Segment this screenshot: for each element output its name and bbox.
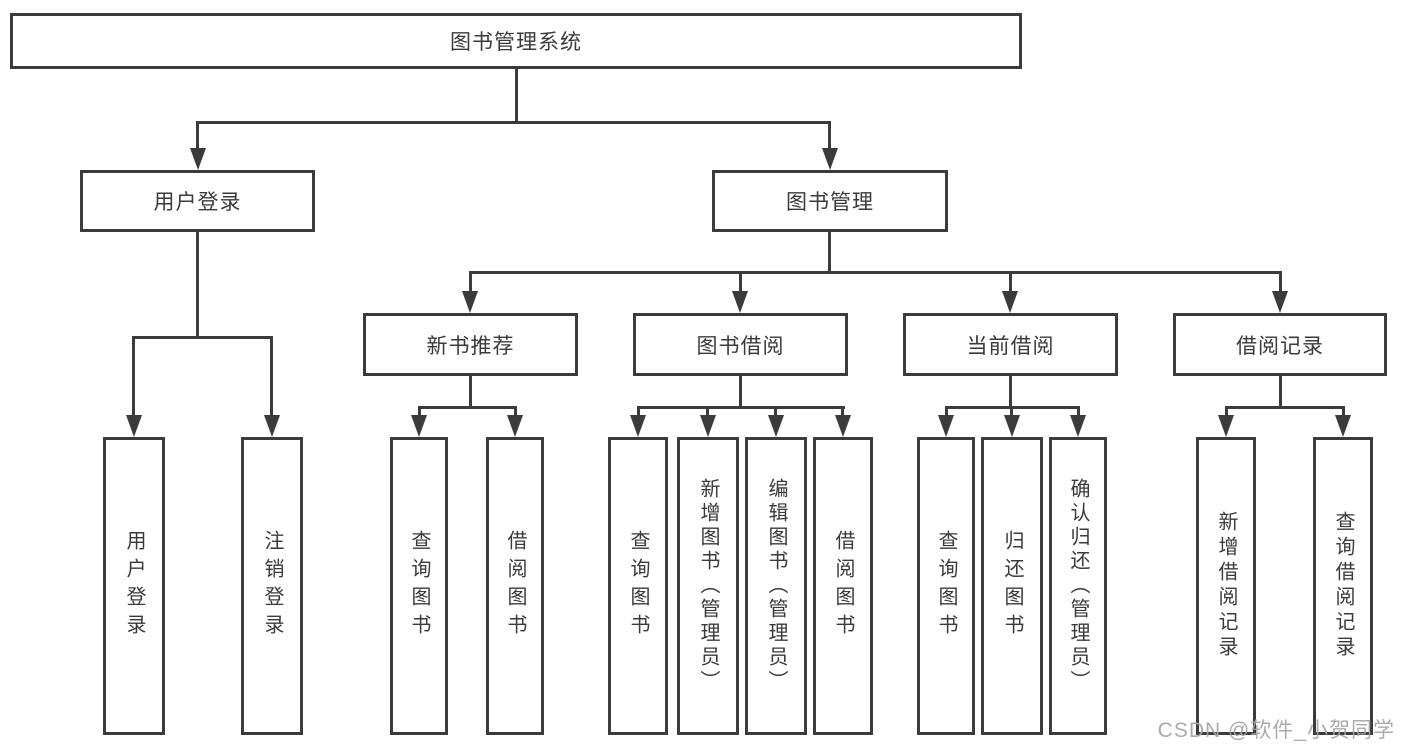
node-label: 查询图书 <box>627 530 649 642</box>
node-label: 用户登录 <box>123 530 145 642</box>
arrow-down <box>1272 291 1288 313</box>
connector-v <box>514 406 517 417</box>
connector-v <box>1279 271 1282 293</box>
node-label: 图书管理系统 <box>450 31 582 54</box>
arrow-down <box>822 148 838 170</box>
node-label: 借阅图书 <box>504 530 526 642</box>
node-label: 注销登录 <box>261 530 283 642</box>
leaf-br-query-record: 查询借阅记录 <box>1313 437 1373 735</box>
connector-v <box>1342 406 1345 417</box>
connector-v <box>469 376 472 406</box>
node-label: 借阅记录 <box>1236 334 1324 358</box>
connector-h <box>132 336 273 339</box>
arrow-down <box>411 415 427 437</box>
connector-h <box>1225 406 1345 409</box>
arrow-down <box>1335 415 1351 437</box>
leaf-user-login: 用户登录 <box>103 437 165 735</box>
arrow-down <box>700 415 716 437</box>
connector-v <box>945 406 948 417</box>
leaf-logout: 注销登录 <box>241 437 303 735</box>
node-book-borrow: 图书借阅 <box>633 313 848 376</box>
arrow-down <box>732 291 748 313</box>
arrow-down <box>507 415 523 437</box>
node-book-management: 图书管理 <box>712 170 948 232</box>
node-label: 图书管理 <box>786 191 874 214</box>
arrow-down <box>264 415 280 437</box>
node-current-borrow: 当前借阅 <box>903 313 1118 376</box>
leaf-bb-query-books: 查询图书 <box>608 437 668 735</box>
connector-v <box>774 406 777 417</box>
node-label: 确认归还（管理员） <box>1067 478 1089 694</box>
node-label: 当前借阅 <box>966 334 1055 358</box>
arrow-down <box>835 415 851 437</box>
node-label: 新增借阅记录 <box>1215 511 1237 661</box>
connector-v <box>739 271 742 293</box>
connector-v <box>1225 406 1228 417</box>
csdn-watermark: CSDN @软件_小贺同学 <box>1157 719 1395 742</box>
arrow-down <box>126 415 142 437</box>
connector-v <box>1279 376 1282 406</box>
arrow-down <box>1070 415 1086 437</box>
node-label: 借阅图书 <box>832 530 854 642</box>
leaf-cb-query-books: 查询图书 <box>917 437 975 735</box>
connector-v <box>418 406 421 417</box>
leaf-cb-return-books: 归还图书 <box>981 437 1043 735</box>
leaf-br-add-record: 新增借阅记录 <box>1196 437 1256 735</box>
arrow-down <box>1218 415 1234 437</box>
connector-v <box>1009 376 1012 406</box>
connector-v <box>828 232 831 271</box>
connector-h <box>418 406 517 409</box>
node-root: 图书管理系统 <box>10 13 1022 69</box>
connector-v <box>196 121 199 150</box>
node-label: 归还图书 <box>1001 530 1023 642</box>
connector-v <box>132 336 135 416</box>
node-new-book-recommend: 新书推荐 <box>363 313 578 376</box>
leaf-nb-query-books: 查询图书 <box>390 437 448 735</box>
node-label: 新书推荐 <box>426 334 515 358</box>
arrow-down <box>630 415 646 437</box>
connector-v <box>1077 406 1080 417</box>
connector-v <box>706 406 709 417</box>
arrow-down <box>462 291 478 313</box>
connector-h <box>196 121 831 124</box>
connector-h <box>637 406 845 409</box>
node-label: 查询借阅记录 <box>1332 511 1354 661</box>
node-label: 用户登录 <box>153 191 242 214</box>
connector-v <box>739 376 742 406</box>
connector-v <box>469 271 472 293</box>
connector-v <box>515 69 518 121</box>
leaf-bb-add-books-admin: 新增图书（管理员） <box>677 437 739 735</box>
arrow-down <box>190 148 206 170</box>
node-label: 查询图书 <box>935 530 957 642</box>
arrow-down <box>1002 291 1018 313</box>
leaf-bb-edit-books-admin: 编辑图书（管理员） <box>745 437 807 735</box>
arrow-down <box>1004 415 1020 437</box>
connector-v <box>637 406 640 417</box>
connector-v <box>1010 406 1013 417</box>
arrow-down <box>938 415 954 437</box>
leaf-nb-borrow-books: 借阅图书 <box>486 437 544 735</box>
node-label: 图书借阅 <box>696 334 785 358</box>
node-label: 编辑图书（管理员） <box>765 478 787 694</box>
connector-v <box>841 406 844 417</box>
node-label: 查询图书 <box>408 530 430 642</box>
leaf-bb-borrow-books: 借阅图书 <box>813 437 873 735</box>
connector-v <box>196 232 199 336</box>
connector-v <box>828 121 831 150</box>
connector-h <box>469 271 1282 274</box>
node-borrow-record: 借阅记录 <box>1173 313 1387 376</box>
node-label: 新增图书（管理员） <box>697 478 719 694</box>
node-user-login: 用户登录 <box>80 170 315 232</box>
connector-v <box>1009 271 1012 293</box>
connector-v <box>270 336 273 416</box>
leaf-cb-confirm-return-admin: 确认归还（管理员） <box>1049 437 1107 735</box>
arrow-down <box>768 415 784 437</box>
